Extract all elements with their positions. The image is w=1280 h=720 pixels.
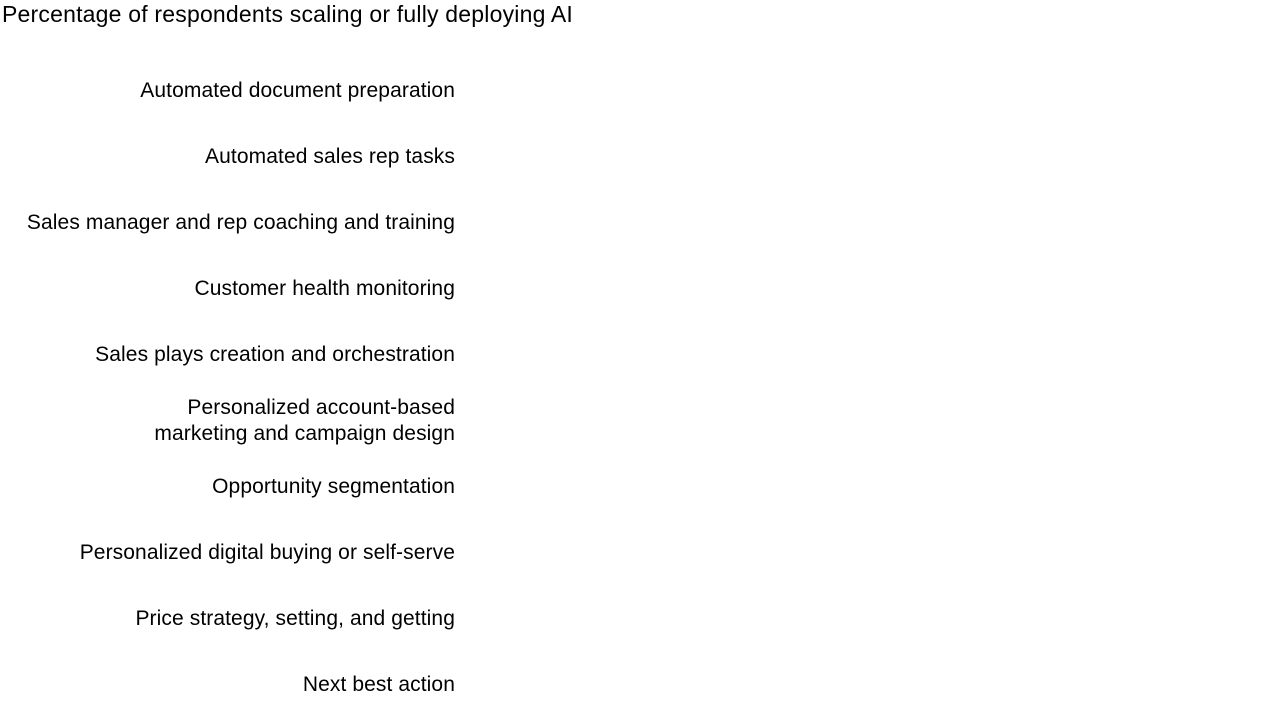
category-axis: Automated document preparation Automated…	[0, 58, 455, 718]
category-row: Next best action	[0, 652, 455, 718]
category-row: Price strategy, setting, and getting	[0, 586, 455, 652]
category-row: Automated document preparation	[0, 58, 455, 124]
category-row: Personalized account-based marketing and…	[0, 388, 455, 454]
category-label: Personalized digital buying or self-serv…	[79, 541, 455, 564]
category-label: Opportunity segmentation	[212, 475, 455, 498]
category-row: Sales manager and rep coaching and train…	[0, 190, 455, 256]
category-label: Sales plays creation and orchestration	[95, 343, 455, 366]
category-label: Customer health monitoring	[194, 277, 455, 300]
category-row: Customer health monitoring	[0, 256, 455, 322]
category-label: Sales manager and rep coaching and train…	[26, 211, 455, 234]
category-label: Automated sales rep tasks	[205, 145, 455, 168]
category-row: Automated sales rep tasks	[0, 124, 455, 190]
category-label: Price strategy, setting, and getting	[135, 607, 455, 630]
category-label: Automated document preparation	[140, 79, 455, 102]
category-row: Sales plays creation and orchestration	[0, 322, 455, 388]
category-row: Opportunity segmentation	[0, 454, 455, 520]
category-row: Personalized digital buying or self-serv…	[0, 520, 455, 586]
category-label: Next best action	[302, 673, 455, 696]
category-label: Personalized account-based marketing and…	[154, 396, 455, 445]
chart-title: Percentage of respondents scaling or ful…	[2, 1, 574, 27]
plot-area	[470, 58, 1280, 718]
